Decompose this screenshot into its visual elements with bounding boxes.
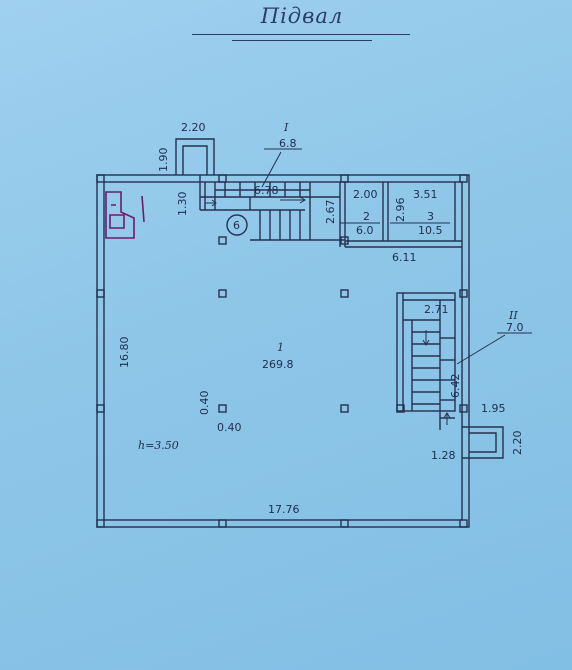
bottom-length: 17.76: [268, 503, 300, 516]
hall-number: 1: [277, 341, 284, 354]
axis-marker-label: 6: [233, 219, 240, 232]
hall-area: 269.8: [262, 358, 294, 371]
stair-2-number: II: [508, 309, 518, 322]
right-entrance-width: 1.95: [481, 402, 506, 415]
column-dim-b: 0.40: [217, 421, 242, 434]
top-entrance-depth: 1.90: [157, 148, 170, 173]
stair-1-depth: 2.67: [324, 200, 337, 225]
room-2-area: 6.0: [356, 224, 374, 237]
title-underline: [192, 34, 410, 35]
axis-marker: [226, 214, 248, 236]
stair-2-width: 2.71: [424, 303, 449, 316]
right-entrance-depth: 2.20: [511, 431, 524, 456]
rooms-2-3: [345, 182, 462, 248]
stair-1-width: 1.30: [176, 192, 189, 217]
room-3-number: 3: [427, 210, 434, 223]
handwritten-marker: [105, 191, 145, 239]
left-length: 16.80: [118, 337, 131, 369]
outer-walls: [96, 174, 470, 528]
labels: 2.20 1.90 1.30 I 6.8 6.78 2.67 6 2.00 2 …: [118, 121, 524, 516]
stair-1-length: 6.78: [254, 184, 279, 197]
stair-2: [396, 292, 456, 430]
room-2-number: 2: [363, 210, 370, 223]
plan-title: Підвал: [260, 4, 344, 28]
leader-lines: [261, 148, 532, 365]
right-entrance: [462, 426, 504, 459]
stair-1-number: I: [283, 121, 289, 134]
stair-1-area: 6.8: [279, 137, 297, 150]
right-door-width: 1.28: [431, 449, 456, 462]
top-entrance-width: 2.20: [181, 121, 206, 134]
top-entrance: [175, 138, 215, 175]
room-3-height: 2.96: [394, 198, 407, 223]
stair-2-length: 6.42: [449, 374, 462, 399]
column-dim-a: 0.40: [198, 391, 211, 416]
stair-2-area: 7.0: [506, 321, 524, 334]
room-3-area: 10.5: [418, 224, 443, 237]
room-3-width: 3.51: [413, 188, 438, 201]
title-underline-short: [232, 40, 372, 41]
columns: [96, 174, 468, 528]
ceiling-height: h=3.50: [138, 439, 179, 452]
room-strip-length: 6.11: [392, 251, 417, 264]
stair-1: [199, 175, 346, 247]
room-2-width: 2.00: [353, 188, 378, 201]
